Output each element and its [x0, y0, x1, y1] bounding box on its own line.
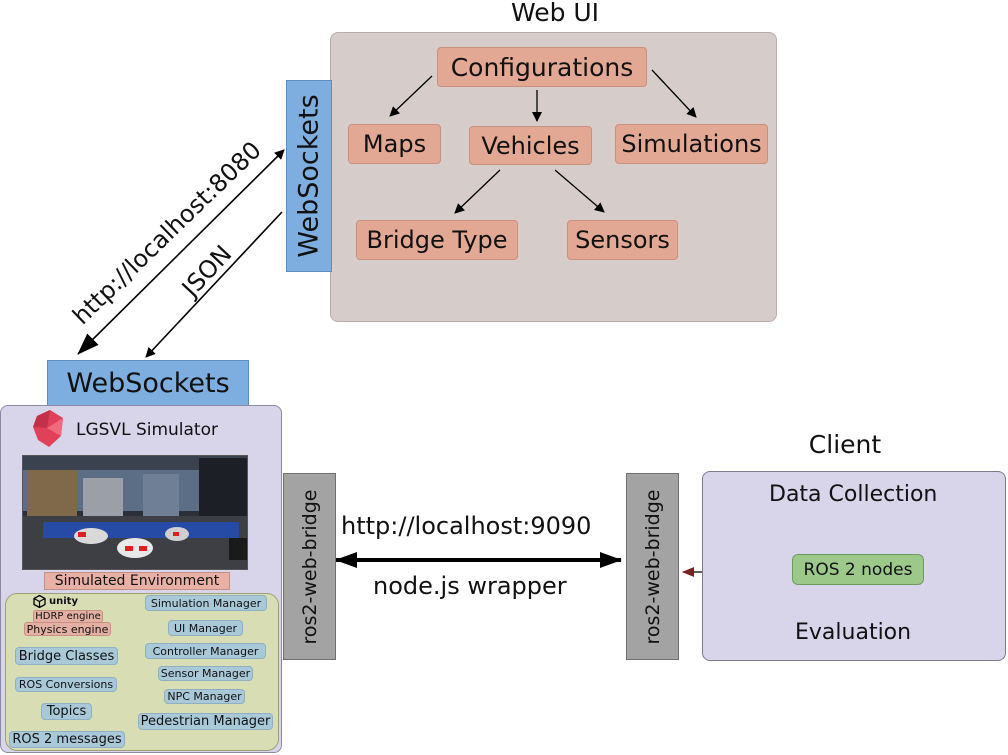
node-vehicles: Vehicles — [469, 126, 592, 165]
lgsvl-logo-icon — [33, 410, 63, 447]
sensor-manager-pill: Sensor Manager — [158, 666, 253, 681]
link-label-localhost-8080: http://localhost:8080 — [67, 135, 267, 331]
data-collection-label: Data Collection — [769, 482, 938, 507]
ros2-web-bridge-left-label: ros2-web-bridge — [298, 489, 321, 644]
link-label-json: JSON — [176, 239, 238, 303]
unity-logo: unity — [33, 595, 78, 608]
ros2-messages-pill: ROS 2 messages — [9, 731, 125, 748]
node-configurations: Configurations — [437, 47, 647, 87]
node-bridge-type: Bridge Type — [356, 220, 518, 260]
node-sensors: Sensors — [567, 220, 678, 260]
unity-icon — [33, 595, 46, 608]
link-label-localhost-9090: http://localhost:9090 — [341, 512, 592, 540]
ros2-web-bridge-left: ros2-web-bridge — [283, 473, 336, 660]
evaluation-label: Evaluation — [795, 620, 912, 645]
simulated-environment-screenshot — [22, 455, 248, 570]
ui-manager-pill: UI Manager — [168, 620, 243, 636]
physics-engine-label: Physics engine — [24, 622, 111, 636]
ros2-web-bridge-right: ros2-web-bridge — [626, 473, 679, 660]
arrow-localhost-8080 — [77, 149, 285, 355]
link-label-nodejs-wrapper: node.js wrapper — [373, 572, 567, 600]
simulated-environment-label: Simulated Environment — [44, 572, 230, 590]
bridge-classes-pill: Bridge Classes — [15, 647, 118, 665]
websockets-vertical-label: WebSockets — [293, 94, 325, 258]
ros2-nodes-box: ROS 2 nodes — [792, 554, 924, 585]
simulation-scene-image — [23, 456, 247, 569]
client-title: Client — [808, 430, 882, 459]
pedestrian-manager-pill: Pedestrian Manager — [138, 713, 273, 730]
websockets-vertical-box: WebSockets — [286, 80, 332, 272]
ros2-web-bridge-right-label: ros2-web-bridge — [641, 489, 664, 644]
node-maps: Maps — [348, 124, 441, 164]
topics-pill: Topics — [41, 703, 92, 720]
controller-manager-pill: Controller Manager — [145, 643, 266, 659]
node-simulations: Simulations — [615, 124, 768, 164]
unity-label: unity — [49, 596, 78, 607]
simulator-title: LGSVL Simulator — [76, 420, 218, 440]
websockets-horizontal-box: WebSockets — [47, 360, 249, 406]
simulation-manager-pill: Simulation Manager — [145, 595, 267, 611]
web-ui-title: Web UI — [510, 0, 600, 27]
npc-manager-pill: NPC Manager — [164, 689, 245, 704]
ros-conversions-pill: ROS Conversions — [15, 677, 117, 692]
